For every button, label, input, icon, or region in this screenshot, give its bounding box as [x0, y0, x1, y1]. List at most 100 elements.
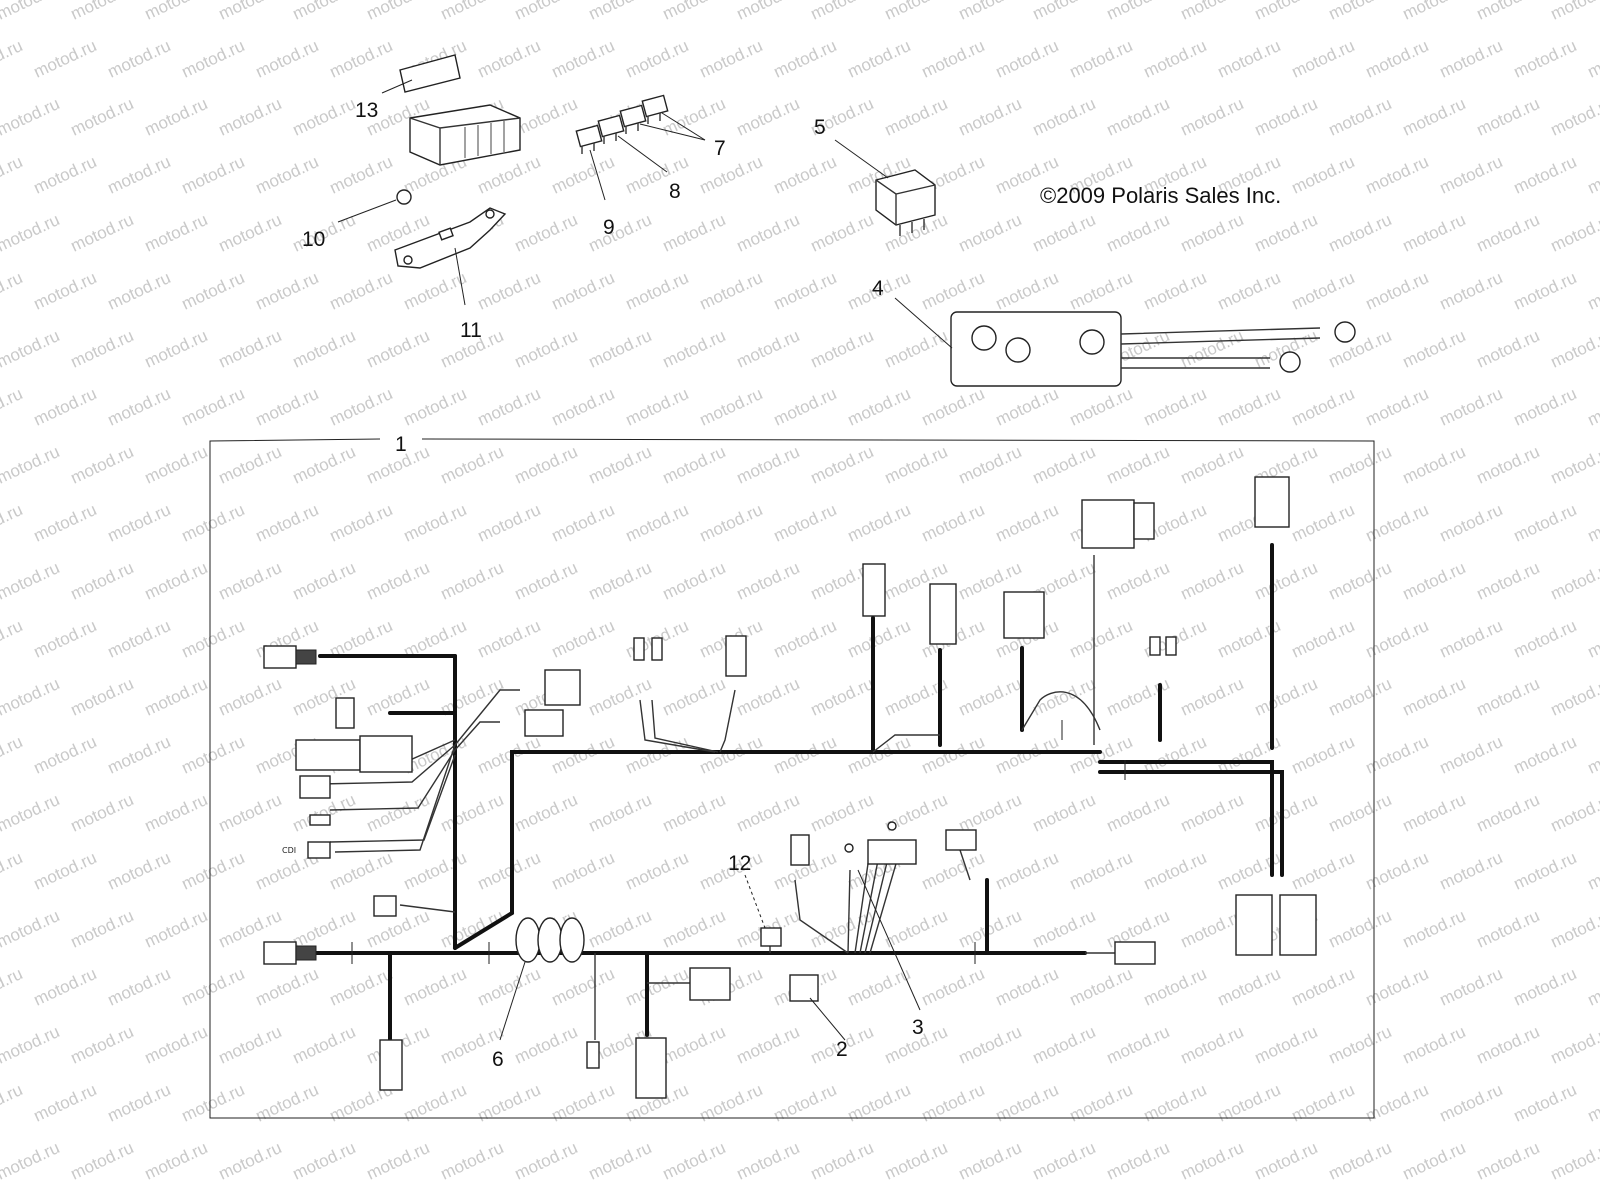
connector [263, 645, 297, 669]
watermark-text: motod.ru [1067, 384, 1136, 430]
watermark-text: motod.ru [1141, 384, 1210, 430]
watermark-text: motod.ru [1585, 964, 1600, 1010]
watermark-text: motod.ru [1326, 674, 1395, 720]
watermark-text: motod.ru [68, 906, 137, 952]
watermark-text: motod.ru [1474, 0, 1543, 24]
watermark-text: motod.ru [771, 36, 840, 82]
watermark-text: motod.ru [1141, 268, 1210, 314]
watermark-text: motod.ru [0, 558, 62, 604]
watermark-text: motod.ru [549, 500, 618, 546]
watermark-text: motod.ru [1030, 210, 1099, 256]
watermark-text: motod.ru [1363, 500, 1432, 546]
watermark-text: motod.ru [1178, 558, 1247, 604]
watermark-text: motod.ru [1104, 558, 1173, 604]
watermark-text: motod.ru [68, 790, 137, 836]
watermark-text: motod.ru [0, 326, 62, 372]
watermark-text: motod.ru [623, 848, 692, 894]
connector-bundle [867, 839, 917, 865]
watermark-text: motod.ru [216, 326, 285, 372]
watermark-text: motod.ru [734, 558, 803, 604]
watermark-text: motod.ru [1437, 268, 1506, 314]
watermark-text: motod.ru [1548, 790, 1600, 836]
watermark-text: motod.ru [1326, 94, 1395, 140]
connector [1279, 894, 1317, 956]
watermark-text: motod.ru [179, 36, 248, 82]
watermark-text: motod.ru [1141, 1080, 1210, 1126]
watermark-text: motod.ru [1363, 36, 1432, 82]
watermark-text: motod.ru [1363, 964, 1432, 1010]
connector [1081, 499, 1135, 549]
watermark-text: motod.ru [68, 0, 137, 24]
watermark-text: motod.ru [253, 268, 322, 314]
watermark-text: motod.ru [1511, 616, 1580, 662]
watermark-text: motod.ru [0, 94, 62, 140]
watermark-text: motod.ru [1585, 732, 1600, 778]
watermark-text: motod.ru [1511, 36, 1580, 82]
watermark-text: motod.ru [1104, 674, 1173, 720]
cdi-connector [307, 841, 331, 859]
watermark-text: motod.ru [179, 500, 248, 546]
watermark-text: motod.ru [1030, 1022, 1099, 1068]
watermark-text: motod.ru [1289, 268, 1358, 314]
watermark-text: motod.ru [179, 848, 248, 894]
watermark-text: motod.ru [0, 964, 25, 1010]
watermark-text: motod.ru [586, 906, 655, 952]
connector [1254, 476, 1290, 528]
watermark-text: motod.ru [919, 384, 988, 430]
watermark-text: motod.ru [31, 500, 100, 546]
watermark-text: motod.ru [1363, 732, 1432, 778]
watermark-text: motod.ru [1326, 442, 1395, 488]
connector [544, 669, 581, 706]
watermark-text: motod.ru [1141, 36, 1210, 82]
watermark-text: motod.ru [105, 616, 174, 662]
watermark-text: motod.ru [68, 94, 137, 140]
watermark-text: motod.ru [734, 674, 803, 720]
watermark-text: motod.ru [1585, 152, 1600, 198]
watermark-text: motod.ru [475, 268, 544, 314]
watermark-text: motod.ru [919, 1080, 988, 1126]
watermark-text: motod.ru [993, 1080, 1062, 1126]
leader-lines [499, 869, 921, 1041]
watermark-text: motod.ru [1289, 732, 1358, 778]
watermark-text: motod.ru [549, 152, 618, 198]
watermark-text: motod.ru [1511, 964, 1580, 1010]
watermark-text: motod.ru [660, 1138, 729, 1184]
watermark-text: motod.ru [31, 732, 100, 778]
watermark-text: motod.ru [179, 616, 248, 662]
watermark-text: motod.ru [845, 384, 914, 430]
watermark-text: motod.ru [1400, 558, 1469, 604]
watermark-text: motod.ru [1326, 558, 1395, 604]
connector [1003, 591, 1045, 639]
watermark-text: motod.ru [142, 1138, 211, 1184]
watermark-text: motod.ru [919, 964, 988, 1010]
cdi-label: CDI [282, 846, 296, 855]
watermark-text: motod.ru [1437, 732, 1506, 778]
watermark-text: motod.ru [179, 1080, 248, 1126]
watermark-text: motod.ru [734, 326, 803, 372]
connector [524, 709, 564, 737]
watermark-text: motod.ru [1104, 1138, 1173, 1184]
watermark-text: motod.ru [586, 210, 655, 256]
watermark-text: motod.ru [586, 442, 655, 488]
watermark-text: motod.ru [179, 268, 248, 314]
watermark-text: motod.ru [142, 0, 211, 24]
watermark-text: motod.ru [1363, 384, 1432, 430]
watermark-text: motod.ru [1178, 210, 1247, 256]
watermark-text: motod.ru [956, 94, 1025, 140]
watermark-text: motod.ru [1067, 268, 1136, 314]
watermark-text: motod.ru [1104, 1022, 1173, 1068]
watermark-text: motod.ru [1215, 1080, 1284, 1126]
watermark-text: motod.ru [1400, 0, 1469, 24]
watermark-text: motod.ru [512, 790, 581, 836]
watermark-text: motod.ru [68, 442, 137, 488]
watermark-text: motod.ru [1511, 500, 1580, 546]
watermark-text: motod.ru [253, 964, 322, 1010]
watermark-text: motod.ru [808, 674, 877, 720]
watermark-text: motod.ru [1437, 500, 1506, 546]
watermark-text: motod.ru [697, 500, 766, 546]
watermark-text: motod.ru [0, 268, 25, 314]
watermark-text: motod.ru [919, 848, 988, 894]
watermark-text: motod.ru [956, 790, 1025, 836]
watermark-text: motod.ru [623, 36, 692, 82]
